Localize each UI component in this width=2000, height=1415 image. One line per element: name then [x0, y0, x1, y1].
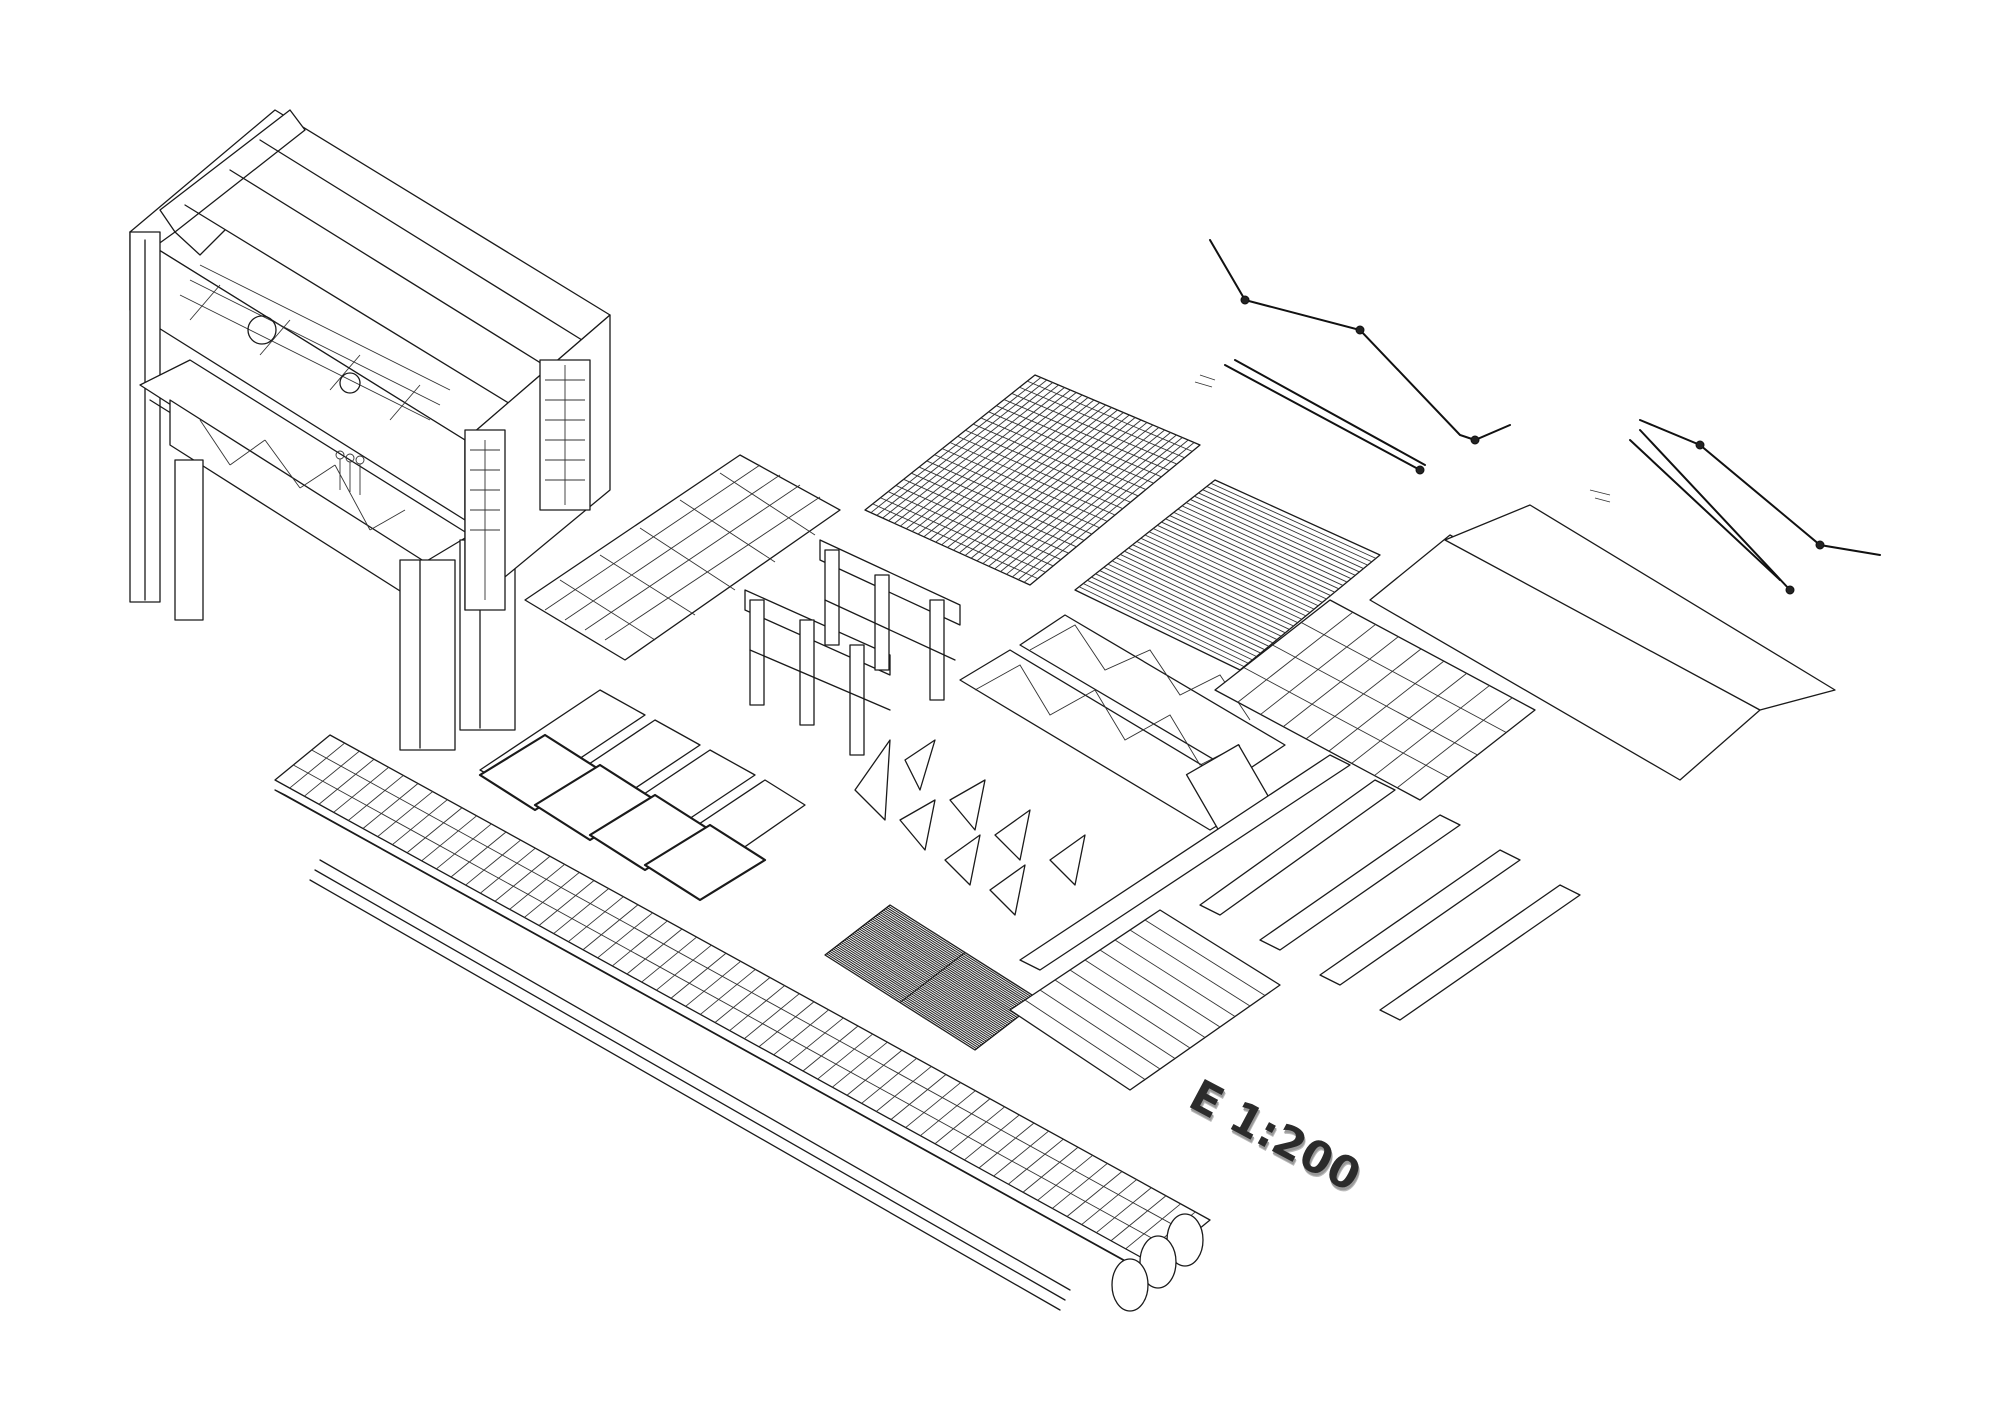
- log-bundle: [274, 734, 1211, 1312]
- assembled-pavilion: [129, 109, 611, 751]
- flat-roof-sheets: [1369, 504, 1836, 781]
- glazing-panels: [478, 689, 806, 902]
- slatted-floor-panel: [1074, 479, 1381, 671]
- mesh-grid-panel: [864, 374, 1201, 586]
- corrugated-sheets: [1009, 754, 1581, 1091]
- timber-frames: [744, 539, 961, 756]
- small-slat-bundle: [824, 904, 1041, 1051]
- triangular-braces: [854, 739, 1086, 916]
- roof-rib-panel: [524, 454, 841, 661]
- tension-cables: [1194, 239, 1881, 595]
- lattice-floor-panel: [1214, 599, 1536, 801]
